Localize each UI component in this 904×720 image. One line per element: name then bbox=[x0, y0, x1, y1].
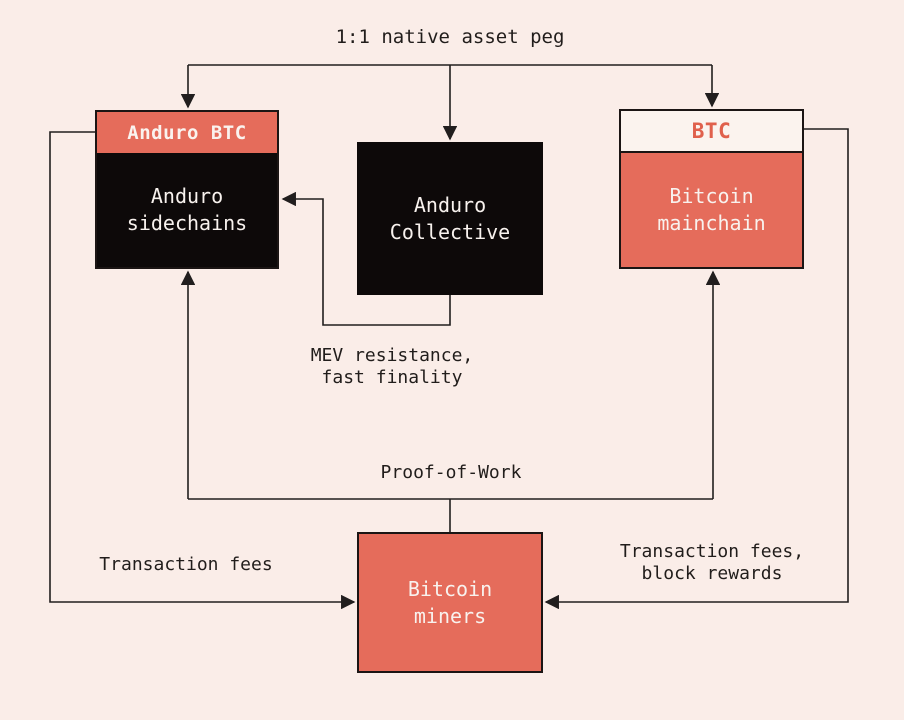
peg-title-label: 1:1 native asset peg bbox=[335, 26, 565, 48]
bitcoin-miners-label: Bitcoin miners bbox=[407, 576, 493, 628]
anduro-btc-header: Anduro BTC bbox=[97, 112, 277, 153]
tx-fees-right-connector bbox=[544, 128, 849, 610]
anduro-sidechains-box: Anduro BTC Anduro sidechains bbox=[95, 110, 279, 269]
anduro-collective-box: Anduro Collective bbox=[357, 142, 543, 295]
mev-arrow bbox=[281, 191, 451, 326]
bitcoin-miners-box: Bitcoin miners bbox=[357, 532, 543, 673]
tx-fees-left-connector bbox=[49, 131, 356, 610]
anduro-sidechains-label: Anduro sidechains bbox=[126, 184, 248, 235]
btc-header: BTC bbox=[621, 111, 802, 153]
proof-of-work-label: Proof-of-Work bbox=[380, 462, 522, 483]
bitcoin-mainchain-box: BTC Bitcoin mainchain bbox=[619, 109, 804, 269]
bitcoin-mainchain-label: Bitcoin mainchain bbox=[657, 184, 766, 235]
transaction-fees-label: Transaction fees bbox=[99, 554, 273, 575]
mev-resistance-label: MEV resistance, fast finality bbox=[310, 345, 474, 388]
anduro-collective-label: Anduro Collective bbox=[389, 192, 511, 244]
transaction-fees-rewards-label: Transaction fees, block rewards bbox=[619, 541, 805, 584]
